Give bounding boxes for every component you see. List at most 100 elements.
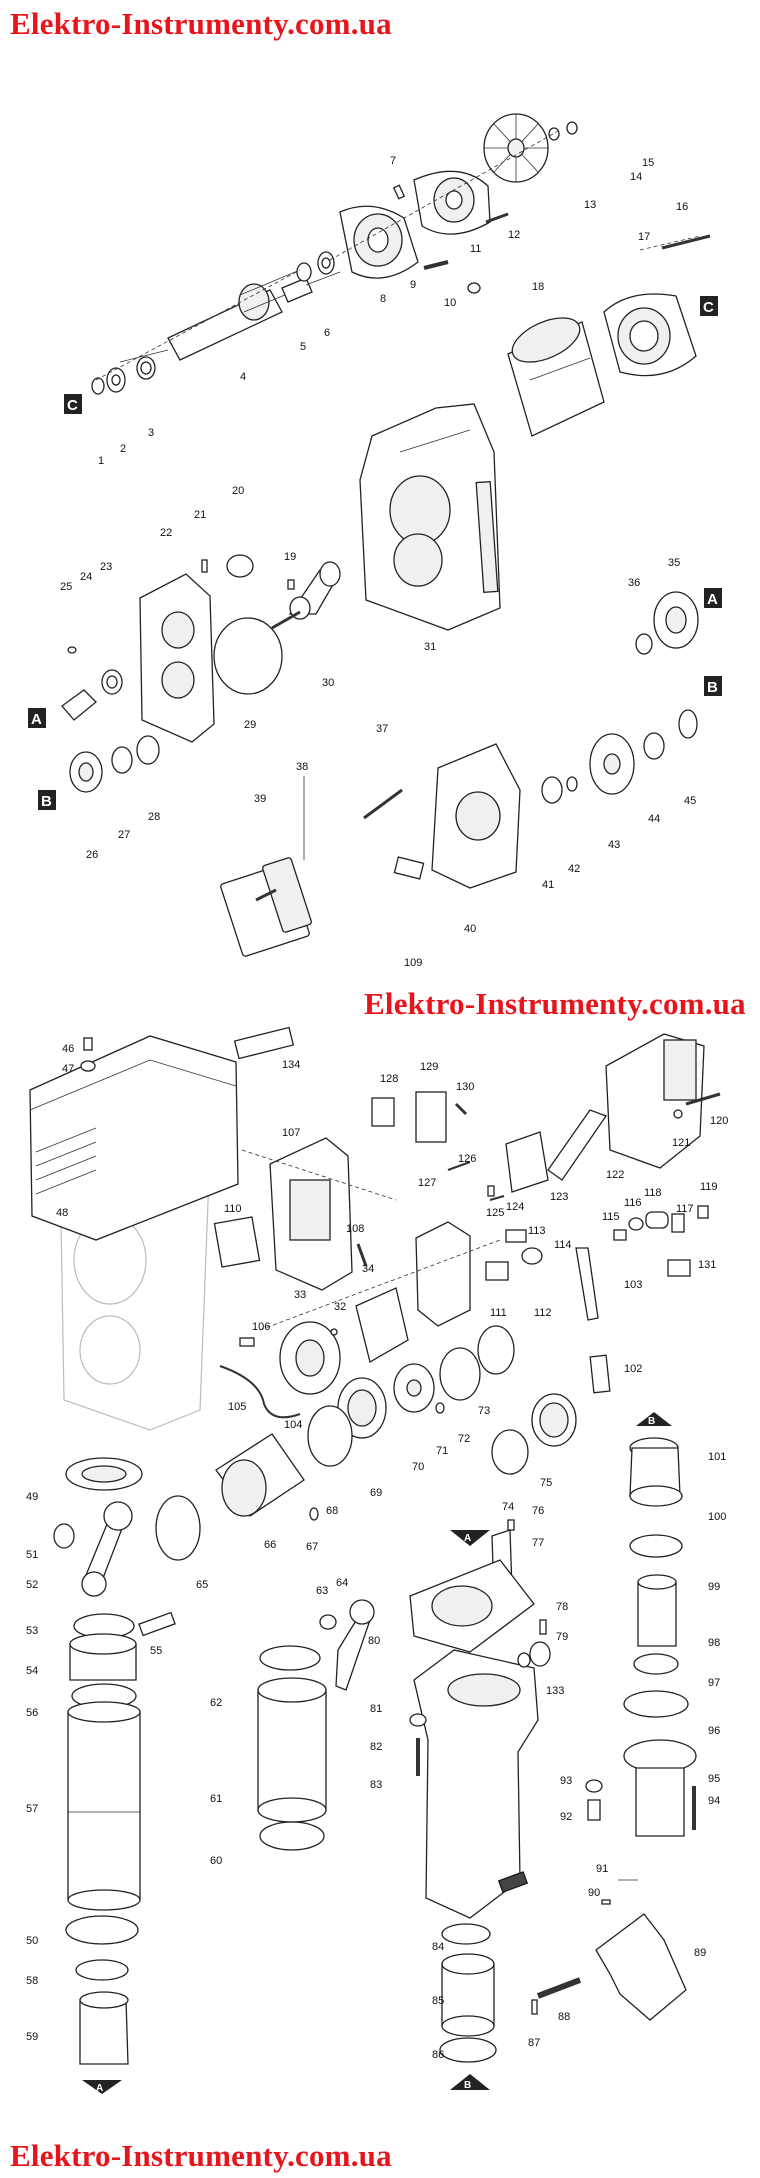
label-101: 101	[708, 1451, 726, 1463]
label-39: 39	[254, 793, 266, 805]
svg-text:B: B	[707, 679, 718, 696]
label-99: 99	[708, 1581, 720, 1593]
part-crankcase	[359, 403, 501, 631]
label-111: 111	[490, 1307, 507, 1319]
marker-a-top-right: A	[704, 588, 722, 608]
label-105: 105	[228, 1401, 246, 1413]
label-116: 116	[624, 1197, 642, 1209]
part-cylinder-81	[413, 1649, 539, 1919]
label-45: 45	[684, 795, 696, 807]
label-47: 47	[62, 1063, 74, 1075]
label-46: 46	[62, 1043, 74, 1055]
part-bearing-left	[91, 356, 156, 395]
label-18: 18	[532, 281, 544, 293]
label-61: 61	[210, 1793, 222, 1805]
motor-crank-assembly	[61, 113, 711, 957]
label-10: 10	[444, 297, 456, 309]
label-134: 134	[282, 1059, 300, 1071]
label-115: 115	[602, 1211, 620, 1223]
label-120: 120	[710, 1115, 728, 1127]
label-114: 114	[554, 1239, 572, 1251]
label-108: 108	[346, 1223, 364, 1235]
label-90: 90	[588, 1887, 600, 1899]
label-112: 112	[534, 1307, 552, 1319]
marker-b-top-right: B	[704, 676, 722, 696]
label-28: 28	[148, 811, 160, 823]
label-83: 83	[370, 1779, 382, 1791]
label-87: 87	[528, 2037, 540, 2049]
label-16: 16	[676, 201, 688, 213]
label-125: 125	[486, 1207, 504, 1219]
part-fan	[483, 113, 549, 183]
label-84: 84	[432, 1941, 444, 1953]
label-73: 73	[478, 1405, 490, 1417]
svg-text:B: B	[648, 1416, 655, 1427]
label-92: 92	[560, 1811, 572, 1823]
label-71: 71	[436, 1445, 448, 1457]
svg-text:C: C	[67, 397, 78, 414]
part-bearing-plate	[139, 573, 215, 743]
label-33: 33	[294, 1289, 306, 1301]
label-88: 88	[558, 2011, 570, 2023]
part-armature	[119, 269, 341, 363]
part-side-handle	[220, 776, 312, 957]
label-54: 54	[26, 1665, 38, 1677]
label-31: 31	[424, 641, 436, 653]
label-32: 32	[334, 1301, 346, 1313]
marker-a-top-left: A	[28, 708, 46, 728]
part-crankshaft	[271, 561, 341, 630]
label-81: 81	[370, 1703, 382, 1715]
label-76: 76	[532, 1505, 544, 1517]
label-14: 14	[630, 171, 642, 183]
part-motor-housing	[507, 317, 605, 437]
label-37: 37	[376, 723, 388, 735]
part-66	[215, 1433, 305, 1517]
label-4: 4	[240, 371, 246, 383]
label-104: 104	[284, 1419, 302, 1431]
label-50: 50	[26, 1935, 38, 1947]
label-110: 110	[224, 1203, 242, 1215]
label-127: 127	[418, 1177, 436, 1189]
part-number-labels: 1 2 3 4 5 6 7 8 9 10 11 12 13 14 15 16 1…	[26, 155, 728, 2061]
label-30: 30	[322, 677, 334, 689]
label-38: 38	[296, 761, 308, 773]
label-119: 119	[700, 1181, 718, 1193]
label-8: 8	[380, 293, 386, 305]
label-131: 131	[698, 1259, 716, 1271]
label-103: 103	[624, 1279, 642, 1291]
label-74: 74	[502, 1501, 514, 1513]
label-117: 117	[676, 1203, 694, 1215]
label-34: 34	[362, 1263, 374, 1275]
label-43: 43	[608, 839, 620, 851]
label-67: 67	[306, 1541, 318, 1553]
part-gear-35	[635, 591, 699, 655]
marker-a-bottom-left: A	[82, 2080, 122, 2094]
label-97: 97	[708, 1677, 720, 1689]
label-21: 21	[194, 509, 206, 521]
marker-c-top-left: C	[64, 394, 82, 414]
label-96: 96	[708, 1725, 720, 1737]
label-15: 15	[642, 157, 654, 169]
label-82: 82	[370, 1741, 382, 1753]
label-126: 126	[458, 1153, 476, 1165]
label-64: 64	[336, 1577, 348, 1589]
label-1: 1	[98, 455, 104, 467]
svg-text:A: A	[707, 591, 718, 608]
marker-b-top-left: B	[38, 790, 56, 810]
label-100: 100	[708, 1511, 726, 1523]
label-48: 48	[56, 1207, 68, 1219]
part-brush-holder	[339, 205, 419, 279]
label-128: 128	[380, 1073, 398, 1085]
label-22: 22	[160, 527, 172, 539]
label-58: 58	[26, 1975, 38, 1987]
label-107: 107	[282, 1127, 300, 1139]
label-26: 26	[86, 849, 98, 861]
label-121: 121	[672, 1137, 690, 1149]
label-6: 6	[324, 327, 330, 339]
svg-text:B: B	[464, 2080, 471, 2091]
svg-text:A: A	[31, 711, 42, 728]
label-72: 72	[458, 1433, 470, 1445]
label-55: 55	[150, 1645, 162, 1657]
